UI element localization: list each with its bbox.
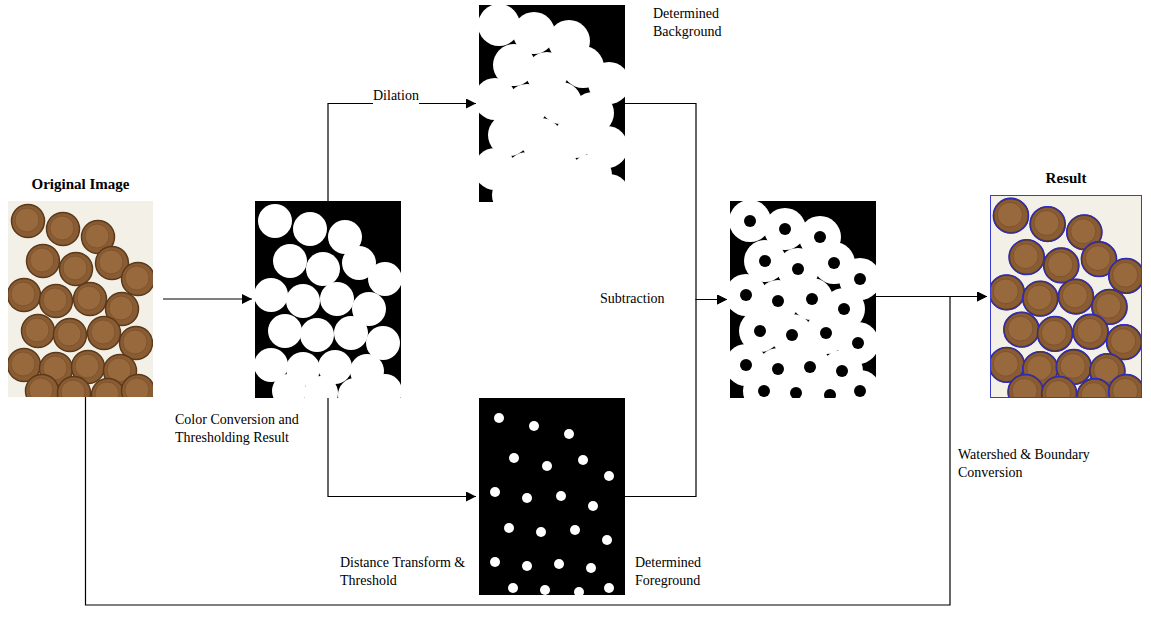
step-label: Distance Transform & Threshold <box>340 554 474 590</box>
step-label: Dilation <box>373 87 419 105</box>
label-holder: Dilation <box>373 86 443 105</box>
threshold-mask <box>254 201 402 412</box>
image-panel <box>730 201 876 398</box>
step-label: Watershed & Boundary Conversion <box>958 446 1096 482</box>
image-panel: Original Image <box>8 201 153 397</box>
image-caption: Determined Foreground <box>635 554 719 590</box>
background-mask <box>474 4 630 220</box>
unknown-region-mask <box>725 200 881 416</box>
flow-arrow <box>328 104 476 202</box>
flow-arrow <box>625 104 727 300</box>
image-panel: Result <box>990 195 1142 398</box>
flow-arrow <box>163 298 252 299</box>
foreground-mask <box>479 398 625 597</box>
result-photo <box>989 195 1144 414</box>
image-heading: Original Image <box>0 175 163 195</box>
label-holder: Subtraction <box>600 289 684 308</box>
label-holder: Watershed & Boundary Conversion <box>958 446 1096 482</box>
image-caption: Color Conversion and Thresholding Result <box>175 411 317 447</box>
coin-photo <box>8 201 155 412</box>
image-panel: Color Conversion and Thresholding Result <box>255 201 401 398</box>
image-caption: Determined Background <box>653 5 737 41</box>
flow-arrow <box>86 297 988 606</box>
flow-arrow <box>625 300 727 497</box>
flow-arrow <box>328 398 476 497</box>
image-panel: Determined Background <box>479 5 625 202</box>
image-heading: Result <box>990 169 1142 189</box>
step-label: Subtraction <box>600 290 665 308</box>
image-panel: Determined Foreground <box>479 398 625 595</box>
label-holder: Distance Transform & Threshold <box>340 554 474 590</box>
